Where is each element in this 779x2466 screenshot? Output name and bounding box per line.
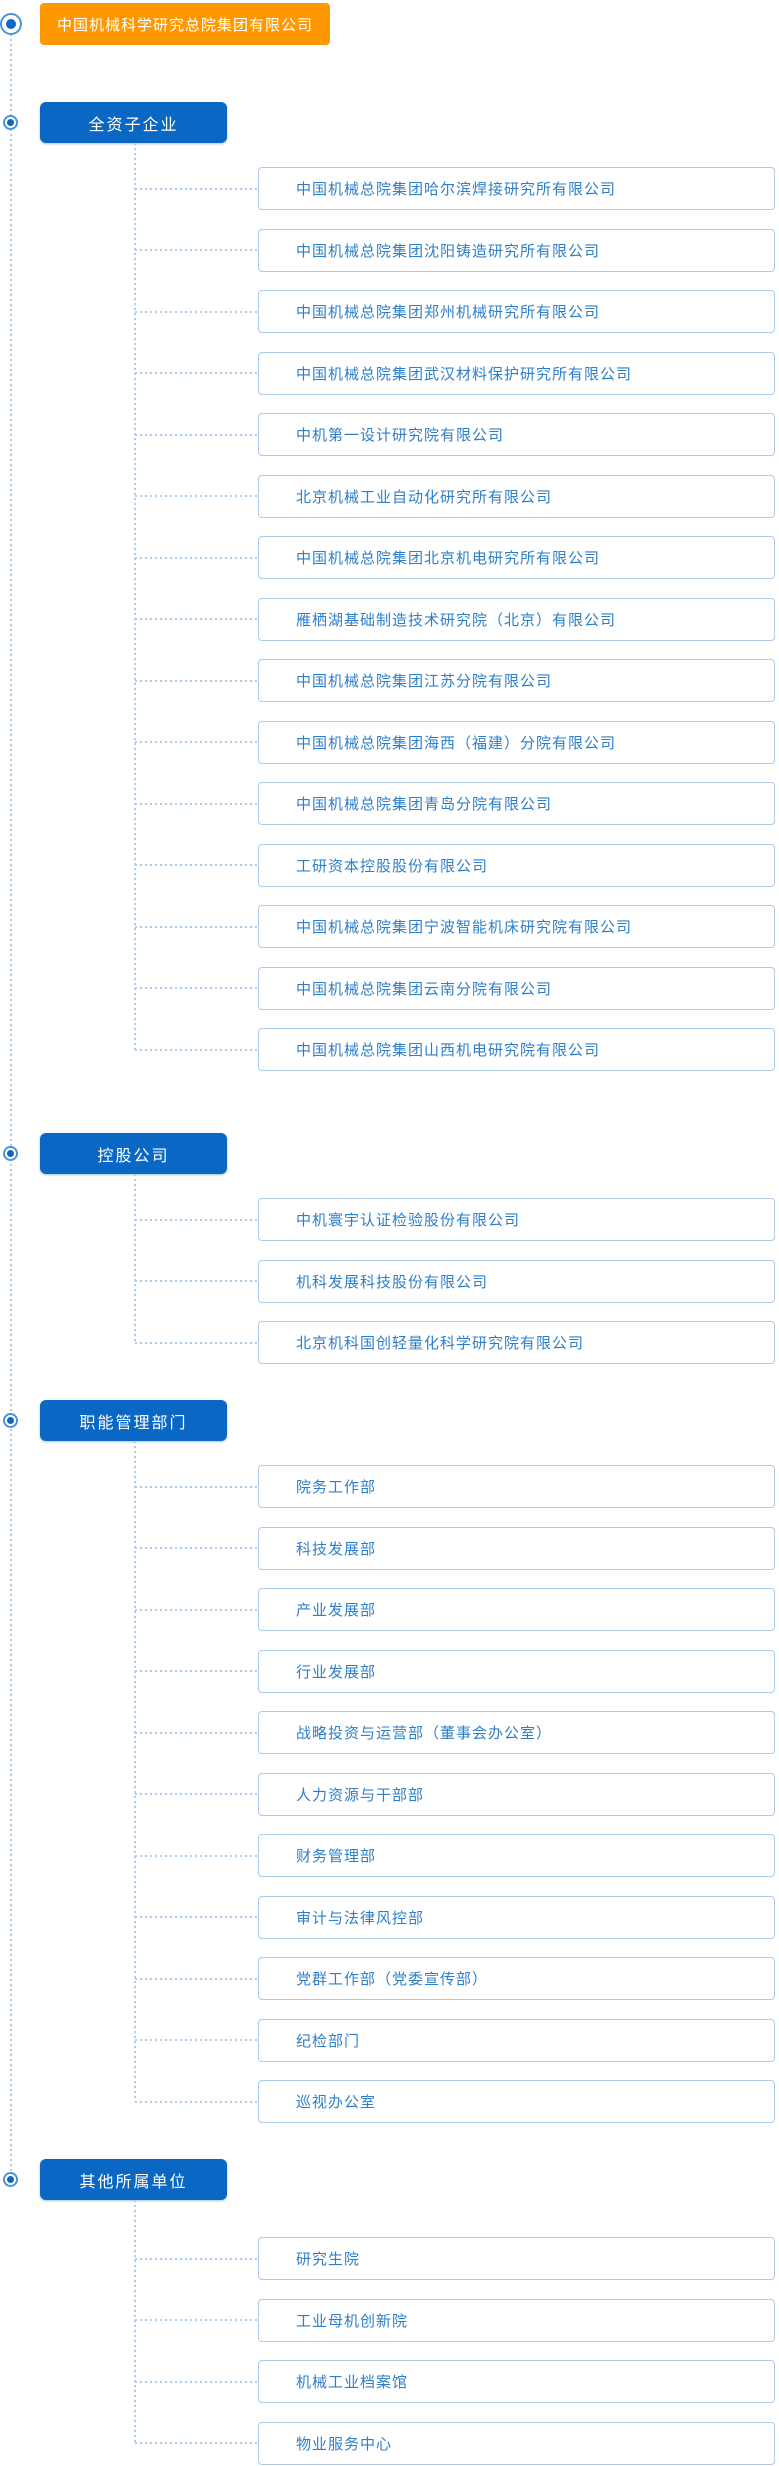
section-4: 其他所属单位研究生院工业母机创新院机械工业档案馆物业服务中心 xyxy=(0,2159,779,2465)
org-item: 中国机械总院集团青岛分院有限公司 xyxy=(135,782,775,825)
section-items: 院务工作部科技发展部产业发展部行业发展部战略投资与运营部（董事会办公室） 人力资源… xyxy=(133,1441,775,2123)
section-bullet-icon xyxy=(3,115,18,130)
org-item: 巡视办公室 xyxy=(135,2080,775,2123)
section-header-row: 全资子企业 xyxy=(0,102,779,143)
org-item-label: 纪检部门 xyxy=(296,2031,361,2050)
org-item-label: 党群工作部（党委宣传部） xyxy=(296,1970,489,1988)
org-item-label: 工研资本控股股份有限公司 xyxy=(296,856,489,875)
section-bullet-icon xyxy=(3,1146,18,1161)
org-item-label: 中机寰宇认证检验股份有限公司 xyxy=(296,1211,521,1229)
org-item: 党群工作部（党委宣传部） xyxy=(135,1957,775,2000)
org-item-label: 研究生院 xyxy=(296,2250,361,2268)
org-item-label: 中机第一设计研究院有限公司 xyxy=(296,426,505,444)
root-node: 中国机械科学研究总院集团有限公司 xyxy=(40,3,330,45)
org-item: 行业发展部 xyxy=(135,1649,775,1693)
org-item: 科技发展部 xyxy=(135,1526,775,1570)
org-item: 院务工作部 xyxy=(135,1465,775,1508)
org-item-label: 中国机械总院集团武汉材料保护研究所有限公司 xyxy=(296,364,633,383)
org-item-label: 中国机械总院集团山西机电研究院有限公司 xyxy=(296,1041,601,1059)
sections-container: 全资子企业中国机械总院集团哈尔滨焊接研究所有限公司中国机械总院集团沈阳铸造研究所… xyxy=(0,102,779,2465)
org-item-label: 科技发展部 xyxy=(296,1539,377,1558)
org-item-label: 中国机械总院集团云南分院有限公司 xyxy=(296,979,553,998)
org-item: 物业服务中心 xyxy=(135,2421,775,2465)
section-header-row: 控股公司 xyxy=(0,1133,779,1174)
section-bullet-icon xyxy=(3,1413,18,1428)
trunk-connector-line xyxy=(10,34,12,2180)
org-item-label: 机科发展科技股份有限公司 xyxy=(296,1272,489,1291)
org-item: 中国机械总院集团沈阳铸造研究所有限公司 xyxy=(135,228,775,272)
section-items: 研究生院工业母机创新院机械工业档案馆物业服务中心 xyxy=(133,2200,775,2465)
section-header: 职能管理部门 xyxy=(40,1400,227,1441)
section-2: 控股公司中机寰宇认证检验股份有限公司机科发展科技股份有限公司北京机科国创轻量化科… xyxy=(0,1133,779,1364)
org-item: 中国机械总院集团江苏分院有限公司 xyxy=(135,659,775,702)
section-items: 中机寰宇认证检验股份有限公司机科发展科技股份有限公司北京机科国创轻量化科学研究院… xyxy=(133,1174,775,1364)
org-item: 雁栖湖基础制造技术研究院（北京）有限公司 xyxy=(135,597,775,641)
bullet-dot-icon xyxy=(7,1150,14,1157)
org-item: 北京机科国创轻量化科学研究院有限公司 xyxy=(135,1321,775,1364)
org-item-label: 中国机械总院集团沈阳铸造研究所有限公司 xyxy=(296,241,601,260)
org-item: 中国机械总院集团山西机电研究院有限公司 xyxy=(135,1028,775,1071)
org-item-label: 机械工业档案馆 xyxy=(296,2373,409,2391)
org-item-label: 中国机械总院集团青岛分院有限公司 xyxy=(296,795,553,813)
org-item-label: 北京机械工业自动化研究所有限公司 xyxy=(296,487,553,506)
org-item: 机械工业档案馆 xyxy=(135,2360,775,2403)
org-item-label: 中国机械总院集团宁波智能机床研究院有限公司 xyxy=(296,918,633,936)
org-item-label: 巡视办公室 xyxy=(296,2093,377,2111)
section-header-row: 其他所属单位 xyxy=(0,2159,779,2200)
bullet-dot-icon xyxy=(7,119,14,126)
section-bullet-icon xyxy=(3,2172,18,2187)
root-row: 中国机械科学研究总院集团有限公司 xyxy=(0,0,779,45)
org-item-label: 物业服务中心 xyxy=(296,2434,393,2453)
section-header: 控股公司 xyxy=(40,1133,227,1174)
bullet-dot-icon xyxy=(7,2176,14,2183)
org-item: 财务管理部 xyxy=(135,1834,775,1877)
org-item: 中国机械总院集团哈尔滨焊接研究所有限公司 xyxy=(135,167,775,210)
org-item: 中机第一设计研究院有限公司 xyxy=(135,413,775,456)
org-item: 工研资本控股股份有限公司 xyxy=(135,843,775,887)
org-item: 产业发展部 xyxy=(135,1588,775,1631)
org-item: 纪检部门 xyxy=(135,2018,775,2062)
org-item: 战略投资与运营部（董事会办公室） xyxy=(135,1711,775,1754)
org-item-label: 中国机械总院集团海西（福建）分院有限公司 xyxy=(296,733,617,752)
org-item-label: 审计与法律风控部 xyxy=(296,1908,425,1927)
section-header: 全资子企业 xyxy=(40,102,227,143)
bullet-dot-icon xyxy=(6,19,16,29)
org-item-label: 产业发展部 xyxy=(296,1601,377,1619)
org-item-label: 中国机械总院集团哈尔滨焊接研究所有限公司 xyxy=(296,180,617,198)
org-item: 中国机械总院集团武汉材料保护研究所有限公司 xyxy=(135,351,775,395)
org-item-label: 人力资源与干部部 xyxy=(296,1785,425,1804)
org-item: 研究生院 xyxy=(135,2237,775,2280)
org-item-label: 中国机械总院集团江苏分院有限公司 xyxy=(296,672,553,690)
org-item: 人力资源与干部部 xyxy=(135,1772,775,1816)
section-1: 全资子企业中国机械总院集团哈尔滨焊接研究所有限公司中国机械总院集团沈阳铸造研究所… xyxy=(0,102,779,1071)
org-item-label: 雁栖湖基础制造技术研究院（北京）有限公司 xyxy=(296,610,617,629)
org-item: 中国机械总院集团云南分院有限公司 xyxy=(135,966,775,1010)
org-item: 中国机械总院集团海西（福建）分院有限公司 xyxy=(135,720,775,764)
org-item: 机科发展科技股份有限公司 xyxy=(135,1259,775,1303)
org-item: 工业母机创新院 xyxy=(135,2298,775,2342)
section-header-row: 职能管理部门 xyxy=(0,1400,779,1441)
org-item: 中国机械总院集团宁波智能机床研究院有限公司 xyxy=(135,905,775,948)
org-item: 中国机械总院集团北京机电研究所有限公司 xyxy=(135,536,775,579)
org-item-label: 中国机械总院集团郑州机械研究所有限公司 xyxy=(296,303,601,321)
org-item: 北京机械工业自动化研究所有限公司 xyxy=(135,474,775,518)
org-item: 审计与法律风控部 xyxy=(135,1895,775,1939)
section-items: 中国机械总院集团哈尔滨焊接研究所有限公司中国机械总院集团沈阳铸造研究所有限公司中… xyxy=(133,143,775,1071)
org-item-label: 北京机科国创轻量化科学研究院有限公司 xyxy=(296,1334,585,1352)
org-item-label: 中国机械总院集团北京机电研究所有限公司 xyxy=(296,549,601,567)
section-header: 其他所属单位 xyxy=(40,2159,227,2200)
org-item-label: 工业母机创新院 xyxy=(296,2311,409,2330)
bullet-dot-icon xyxy=(7,1417,14,1424)
org-item-label: 财务管理部 xyxy=(296,1847,377,1865)
org-item: 中机寰宇认证检验股份有限公司 xyxy=(135,1198,775,1241)
org-item-label: 院务工作部 xyxy=(296,1478,377,1496)
org-item-label: 战略投资与运营部（董事会办公室） xyxy=(296,1724,553,1742)
org-item-label: 行业发展部 xyxy=(296,1662,377,1681)
section-3: 职能管理部门院务工作部科技发展部产业发展部行业发展部战略投资与运营部（董事会办公… xyxy=(0,1400,779,2123)
root-bullet-icon xyxy=(0,13,22,35)
org-item: 中国机械总院集团郑州机械研究所有限公司 xyxy=(135,290,775,333)
